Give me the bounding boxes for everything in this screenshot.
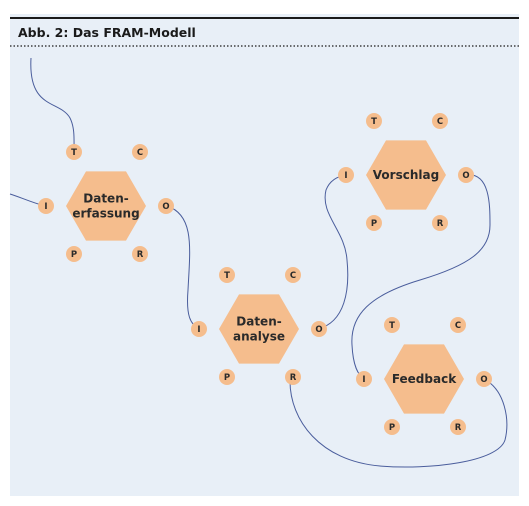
connector-entry-to-datenerfassung-t <box>30 57 75 153</box>
aspect-circle-vorschlag-t <box>366 113 382 129</box>
aspect-label-datenerfassung-c: C <box>137 148 143 158</box>
function-node-datenerfassung: Daten-erfassung T C I O P R <box>38 144 174 262</box>
aspect-label-datenanalyse-i: I <box>197 325 200 335</box>
aspect-circle-datenanalyse-o <box>311 321 327 337</box>
aspect-label-vorschlag-i: I <box>344 171 347 181</box>
aspect-circle-datenanalyse-r <box>285 369 301 385</box>
aspect-label-vorschlag-c: C <box>437 117 443 127</box>
aspect-label-datenerfassung-i: I <box>44 202 47 212</box>
aspect-circle-feedback-c <box>450 317 466 333</box>
aspect-label-datenanalyse-t: T <box>224 271 230 281</box>
diagram-panel <box>10 14 519 496</box>
aspect-label-datenanalyse-p: P <box>224 373 230 383</box>
function-label-datenerfassung-line-2: erfassung <box>72 207 139 221</box>
function-label-feedback-line-1: Feedback <box>392 372 457 386</box>
aspect-label-feedback-t: T <box>389 321 395 331</box>
aspect-circle-feedback-p <box>384 419 400 435</box>
connector-feedback-o-to-datenanalyse-r <box>289 378 508 468</box>
figure-title: Abb. 2: Das FRAM-Modell <box>18 25 196 40</box>
hexagon-datenerfassung <box>66 171 146 241</box>
aspect-label-feedback-r: R <box>455 423 462 433</box>
function-node-feedback: Feedback T C I O P R <box>356 317 492 435</box>
aspect-label-feedback-i: I <box>362 375 365 385</box>
aspect-label-datenerfassung-t: T <box>71 148 77 158</box>
aspect-label-datenerfassung-r: R <box>137 250 144 260</box>
aspect-circle-feedback-i <box>356 371 372 387</box>
function-node-datenanalyse: Daten-analyse T C I O P R <box>191 267 327 385</box>
aspect-label-feedback-c: C <box>455 321 461 331</box>
aspect-label-datenanalyse-c: C <box>290 271 296 281</box>
aspect-label-feedback-o: O <box>480 375 487 385</box>
aspect-circle-datenerfassung-c <box>132 144 148 160</box>
aspect-circle-datenanalyse-i <box>191 321 207 337</box>
aspect-circle-vorschlag-o <box>458 167 474 183</box>
connector-datenerfassung-o-to-datenanalyse-i <box>166 205 201 330</box>
hexagon-vorschlag <box>366 140 446 210</box>
aspect-label-datenanalyse-o: O <box>315 325 322 335</box>
aspect-label-vorschlag-o: O <box>462 171 469 181</box>
connector-lines <box>9 57 508 468</box>
hexagon-feedback <box>384 344 464 414</box>
aspect-circle-datenerfassung-p <box>66 246 82 262</box>
aspect-label-datenanalyse-r: R <box>290 373 297 383</box>
aspect-circle-feedback-r <box>450 419 466 435</box>
aspect-circle-datenerfassung-o <box>158 198 174 214</box>
aspect-circle-datenanalyse-c <box>285 267 301 283</box>
function-label-datenanalyse-line-1: Daten- <box>236 315 281 329</box>
function-label-datenerfassung-line-1: Daten- <box>83 192 128 206</box>
aspect-circle-vorschlag-i <box>338 167 354 183</box>
aspect-circle-vorschlag-r <box>432 215 448 231</box>
aspect-label-vorschlag-t: T <box>371 117 377 127</box>
aspect-circle-vorschlag-c <box>432 113 448 129</box>
aspect-circle-datenanalyse-t <box>219 267 235 283</box>
aspect-circle-feedback-t <box>384 317 400 333</box>
aspect-label-datenerfassung-p: P <box>71 250 77 260</box>
function-label-datenanalyse-line-2: analyse <box>233 330 285 344</box>
aspect-label-vorschlag-r: R <box>437 219 444 229</box>
aspect-circle-vorschlag-p <box>366 215 382 231</box>
aspect-circle-datenanalyse-p <box>219 369 235 385</box>
function-node-vorschlag: Vorschlag T C I O P R <box>338 113 474 231</box>
connector-vorschlag-o-to-feedback-i <box>351 174 491 380</box>
connector-datenanalyse-o-to-vorschlag-i <box>317 174 349 330</box>
hexagon-datenanalyse <box>219 294 299 364</box>
aspect-label-vorschlag-p: P <box>371 219 377 229</box>
function-label-vorschlag-line-1: Vorschlag <box>373 168 439 182</box>
aspect-label-datenerfassung-o: O <box>162 202 169 212</box>
aspect-circle-datenerfassung-i <box>38 198 54 214</box>
aspect-circle-datenerfassung-t <box>66 144 82 160</box>
aspect-circle-datenerfassung-r <box>132 246 148 262</box>
aspect-circle-feedback-o <box>476 371 492 387</box>
aspect-label-feedback-p: P <box>389 423 395 433</box>
